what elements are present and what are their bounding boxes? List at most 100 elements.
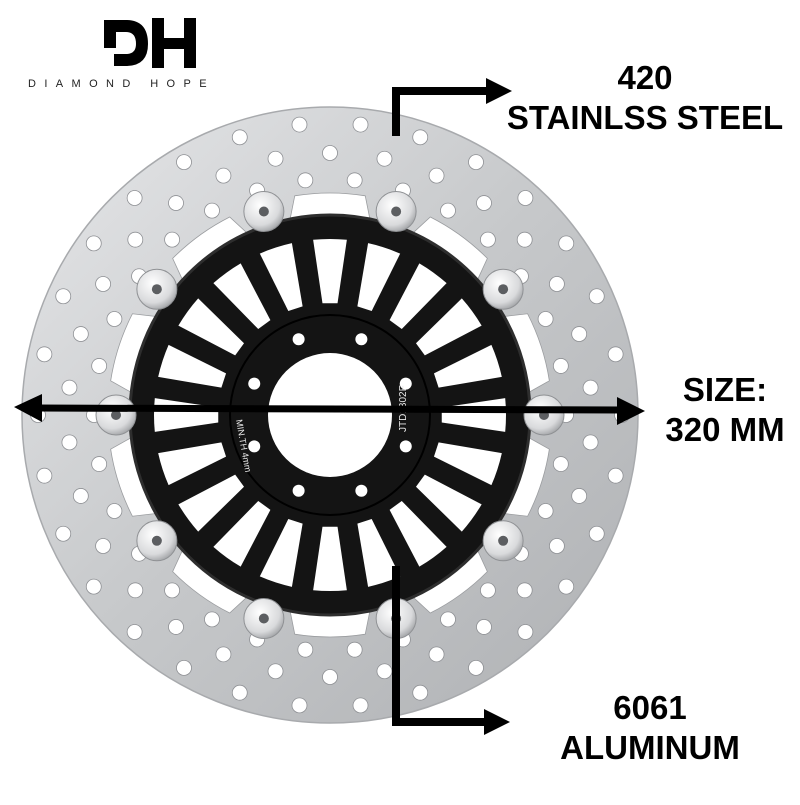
drilled-hole (548, 538, 565, 554)
spoke-window (178, 474, 245, 532)
center-bore (268, 353, 392, 477)
drilled-hole (537, 311, 554, 327)
drilled-hole (428, 646, 445, 663)
spoke-window (389, 263, 447, 330)
drilled-hole (582, 434, 599, 451)
spoke-window (415, 474, 482, 532)
steel-material: STAINLSS STEEL (506, 99, 784, 136)
spoke-window (357, 518, 401, 587)
spoke-window (158, 344, 227, 388)
rotor-cutout (409, 216, 488, 285)
steel-label: 420 STAINLSS STEEL (500, 58, 790, 138)
bobbin-center (498, 284, 509, 295)
drilled-hole (55, 288, 72, 305)
drilled-hole (440, 611, 456, 628)
hub-hole (399, 440, 412, 453)
rotor-cutout (172, 545, 251, 614)
drilled-hole (558, 578, 575, 595)
drilled-hole (126, 190, 143, 206)
spoke-window (313, 526, 347, 592)
steel-grade: 420 (617, 59, 673, 96)
drilled-hole (322, 669, 338, 685)
drilled-hole (267, 150, 284, 167)
drilled-hole (95, 276, 112, 292)
drilled-hole (517, 190, 534, 206)
hub-hole (355, 484, 368, 497)
drilled-hole (516, 582, 533, 599)
drilled-hole (440, 202, 456, 219)
drilled-hole (91, 358, 108, 374)
bobbin-center (391, 206, 402, 217)
drilled-hole (176, 659, 192, 676)
hub-hole (355, 333, 368, 346)
drilled-hole (215, 167, 232, 184)
drilled-hole (480, 582, 496, 599)
drilled-hole (476, 195, 492, 211)
drilled-hole (85, 578, 102, 595)
bobbin-center (151, 535, 162, 546)
aluminum-material: ALUMINUM (560, 729, 740, 766)
drilled-hole (480, 231, 496, 248)
drilled-hole (231, 129, 248, 146)
drilled-hole (588, 525, 605, 542)
drilled-hole (215, 646, 232, 663)
drilled-hole (582, 379, 599, 396)
drilled-hole (517, 624, 534, 640)
bobbin-center (258, 613, 269, 624)
hub-hole (292, 333, 305, 346)
drilled-hole (412, 684, 429, 701)
size-value: 320 MM (665, 411, 785, 448)
drilled-hole (322, 145, 338, 161)
spoke-window (433, 442, 502, 486)
hub-hole (292, 484, 305, 497)
drilled-hole (55, 525, 72, 542)
drilled-hole (558, 235, 575, 252)
drilled-hole (61, 434, 78, 451)
rotor-cutout (409, 545, 488, 614)
drilled-hole (91, 456, 108, 472)
drilled-hole (291, 697, 308, 714)
drilled-hole (164, 582, 180, 599)
spoke-window (415, 298, 482, 356)
drilled-hole (85, 235, 102, 252)
drilled-hole (61, 379, 78, 396)
drilled-hole (204, 611, 220, 628)
drilled-holes (30, 116, 630, 714)
spoke-window (158, 442, 227, 486)
drilled-hole (231, 684, 248, 701)
drilled-hole (607, 467, 624, 484)
spoke-window (213, 263, 271, 330)
bobbin-center (111, 410, 121, 420)
drilled-hole (548, 276, 565, 292)
bobbin-center (498, 535, 509, 546)
drilled-hole (468, 659, 484, 676)
drilled-hole (468, 154, 484, 171)
drilled-hole (127, 582, 144, 599)
spoke-window (178, 298, 245, 356)
spoke-window (259, 518, 303, 587)
diameter-arrow (14, 394, 645, 425)
drilled-hole (72, 326, 89, 342)
hub-hole (399, 377, 412, 390)
size-label: SIZE: 320 MM (650, 370, 800, 450)
drilled-hole (352, 116, 369, 133)
drilled-hole (297, 172, 314, 189)
drilled-hole (376, 663, 393, 680)
size-caption: SIZE: (682, 371, 768, 408)
aluminum-callout-arrow (392, 566, 510, 735)
drilled-hole (352, 697, 369, 714)
drilled-hole (204, 202, 220, 219)
drilled-hole (476, 619, 492, 635)
spoke-window (259, 243, 303, 312)
drilled-hole (106, 503, 123, 519)
hub-hole (248, 377, 261, 390)
drilled-hole (588, 288, 605, 305)
drilled-hole (537, 503, 554, 519)
drilled-hole (126, 624, 143, 640)
spoke-window (357, 243, 401, 312)
spoke-window (433, 344, 502, 388)
carrier-hub-ring (229, 314, 431, 516)
aluminum-grade: 6061 (613, 689, 687, 726)
